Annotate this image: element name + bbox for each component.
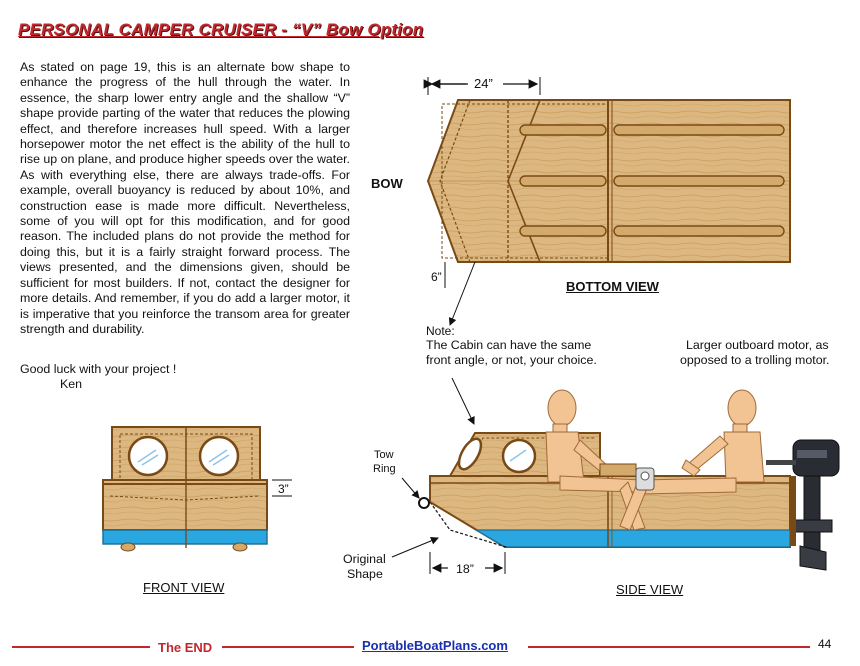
bottom-view-drawing [423,77,791,326]
note-title: Note: [426,324,455,338]
dimension-3: 3” [278,482,289,496]
tow-ring-label-2: Ring [373,463,396,475]
front-view-caption: FRONT VIEW [143,580,225,595]
side-view-drawing [391,377,840,574]
closing-line: Good luck with your project ! [20,362,177,376]
dimension-18: 18” [456,562,474,576]
footer-website-link[interactable]: PortableBoatPlans.com [362,638,508,653]
original-shape-label-1: Original [343,552,386,566]
dimension-6: 6” [431,270,442,284]
tow-ring-label-1: Tow [374,449,394,461]
motor-note-line-1: Larger outboard motor, as [686,338,829,352]
side-view-caption: SIDE VIEW [616,582,684,597]
footer-end-text: The END [158,640,213,655]
front-view-drawing [102,426,292,552]
bottom-view-caption: BOTTOM VIEW [566,279,659,294]
bow-label: BOW [371,176,403,191]
page-number: 44 [818,637,832,651]
outboard-motor [766,439,840,571]
signature: Ken [60,377,83,391]
note-line-1: The Cabin can have the same [426,338,592,352]
dimension-24: 24” [474,76,493,91]
motor-note-line-2: opposed to a trolling motor. [680,353,830,367]
page-title: PERSONAL CAMPER CRUISER - “V” Bow Option [18,20,424,39]
body-paragraph: As stated on page 19, this is an alterna… [20,60,350,336]
original-shape-label-2: Shape [347,567,383,581]
note-line-2: front angle, or not, your choice. [426,353,597,367]
